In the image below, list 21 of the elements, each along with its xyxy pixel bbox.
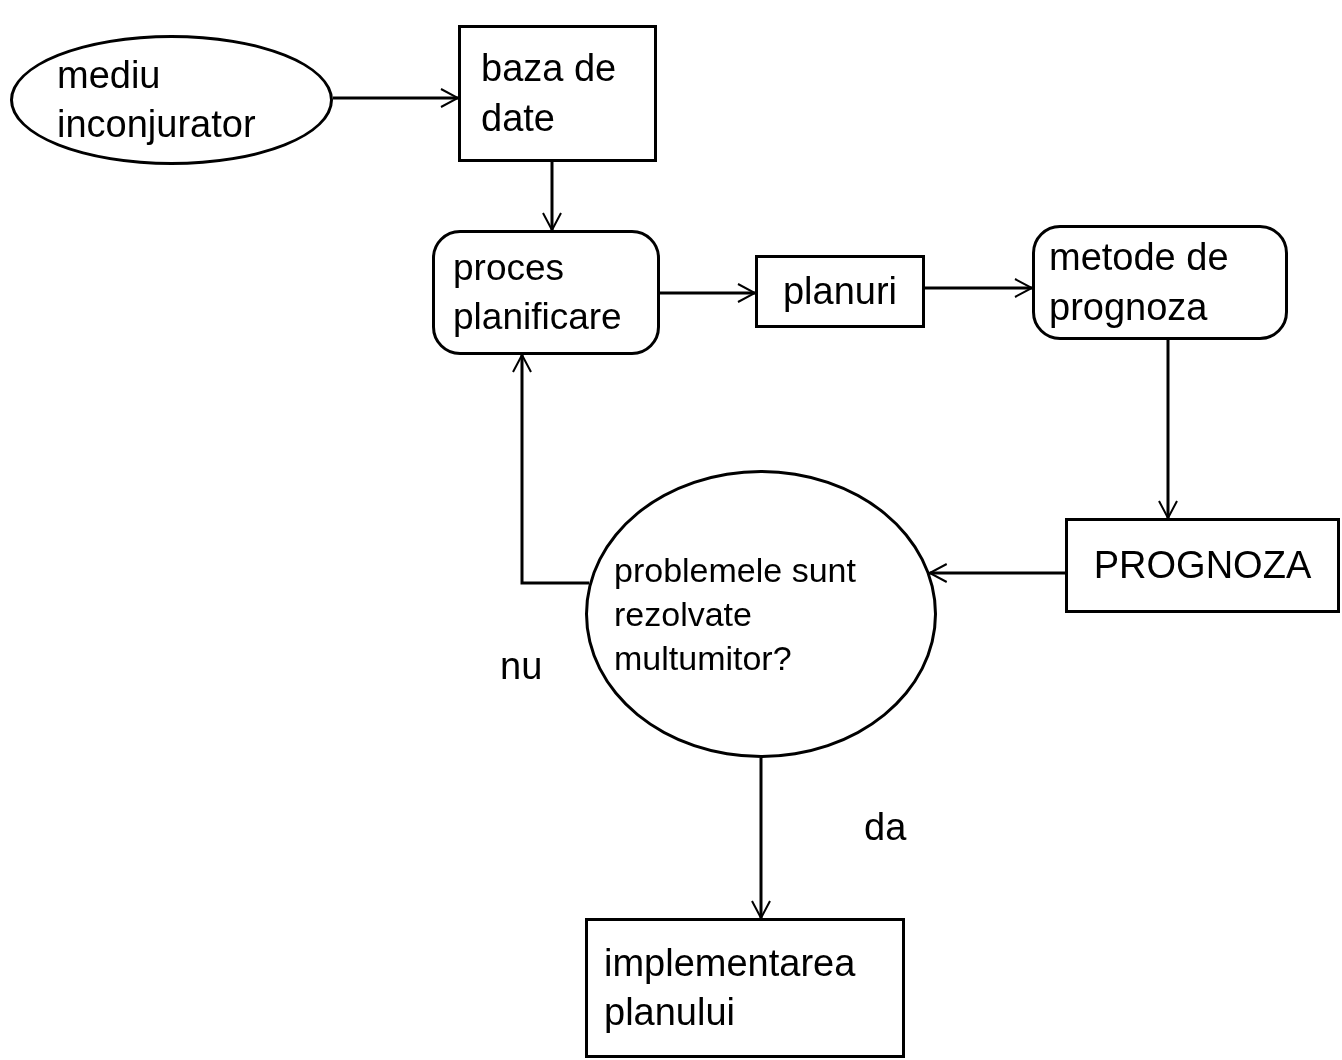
node-label: baza de date	[481, 46, 618, 141]
process-box	[458, 25, 657, 162]
process-box	[585, 918, 905, 1058]
node-label: problemele sunt rezolvate multumitor?	[614, 549, 857, 680]
rounded-process-box	[432, 230, 660, 355]
node-label: PROGNOZA	[1093, 542, 1312, 588]
arrow	[751, 758, 771, 919]
arrow	[542, 162, 562, 231]
node-label: implementarea planului	[604, 940, 857, 1035]
arrow	[512, 354, 590, 585]
arrow	[1158, 340, 1178, 519]
process-box	[1065, 518, 1340, 613]
node-label: metode de prognoza	[1049, 235, 1230, 330]
node-label: mediu inconjurator	[57, 52, 257, 147]
arrow	[660, 283, 756, 303]
rounded-process-box	[1032, 225, 1288, 340]
arrow	[332, 88, 459, 108]
arrow	[925, 278, 1033, 298]
node-label: planuri	[782, 268, 898, 314]
node-label: proces planificare	[453, 246, 623, 339]
process-box	[755, 255, 925, 328]
